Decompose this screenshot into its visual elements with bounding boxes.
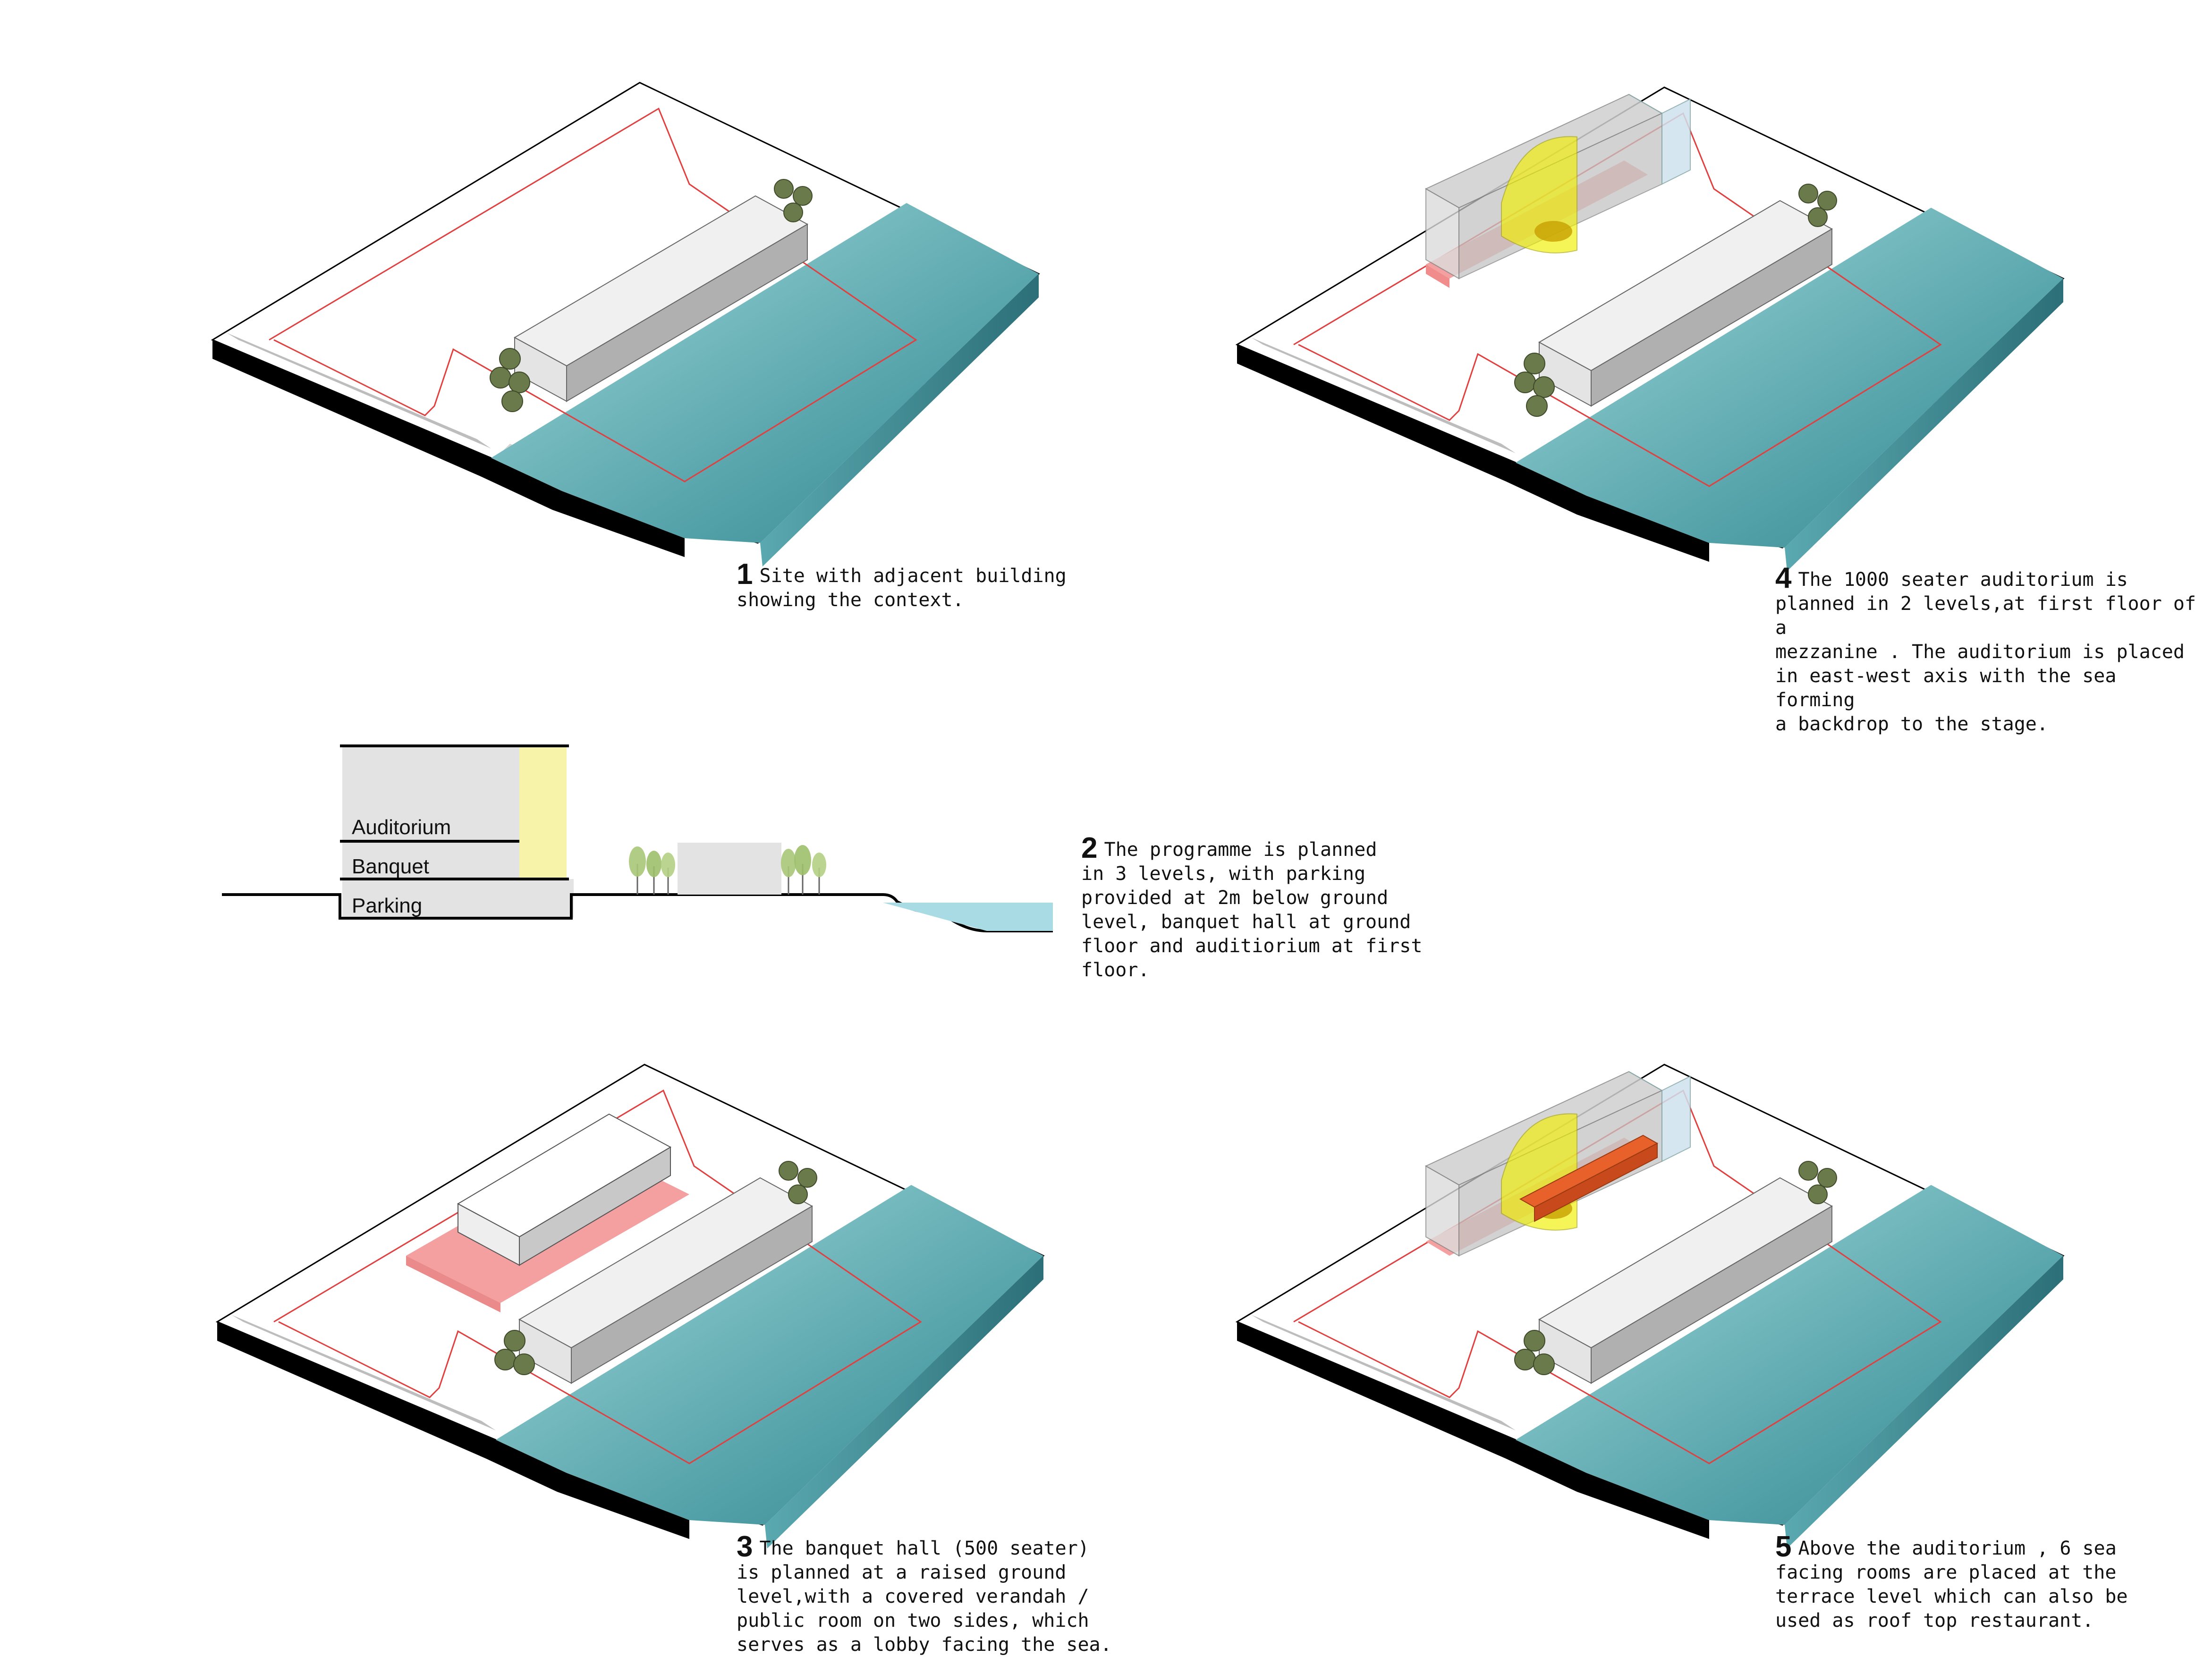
tree [1524, 1330, 1545, 1351]
caption-3: 3The banquet hall (500 seater) is planne… [737, 1511, 1124, 1657]
caption-number: 2 [1081, 832, 1097, 864]
tree [798, 1168, 817, 1187]
tree [779, 1161, 798, 1180]
caption-text: The banquet hall (500 seater) is planned… [737, 1538, 1112, 1656]
tree [1526, 396, 1547, 416]
adjacent-building-section [678, 843, 781, 895]
tree [1808, 208, 1827, 227]
caption-number: 4 [1775, 562, 1791, 594]
stage [1534, 221, 1572, 242]
section-label-banquet: Banquet [352, 855, 429, 878]
tree [1515, 372, 1535, 393]
caption-2: 2The programme is planned in 3 levels, w… [1081, 812, 1440, 982]
tree [1799, 1161, 1818, 1180]
tree [490, 367, 511, 388]
tree [1818, 1168, 1837, 1187]
caption-number: 5 [1775, 1530, 1791, 1563]
tree [1515, 1349, 1535, 1370]
caption-text: Site with adjacent building showing the … [737, 565, 1067, 611]
section-svg: Auditorium Banquet Parking [222, 736, 1053, 954]
site-isometric-5 [1237, 1057, 2087, 1539]
tree [774, 179, 793, 198]
tree [504, 1330, 525, 1351]
caption-1: 1Site with adjacent building showing the… [737, 538, 1095, 612]
site-isometric-1 [212, 76, 1062, 557]
caption-5: 5Above the auditorium , 6 sea facing roo… [1775, 1511, 2162, 1633]
tree [794, 845, 811, 895]
caption-text: Above the auditorium , 6 sea facing room… [1775, 1538, 2128, 1632]
tree [788, 1185, 807, 1204]
tree [793, 186, 812, 205]
site-panel-4 [1237, 80, 2087, 562]
tree [495, 1349, 516, 1370]
site-base [1237, 1065, 2063, 1548]
tree [1534, 1354, 1554, 1375]
tree [661, 853, 675, 895]
tree [784, 203, 803, 222]
site-base [217, 1065, 1043, 1548]
tree [500, 348, 520, 369]
tree [781, 849, 796, 895]
auditorium-volume-yellow [519, 746, 567, 879]
site-isometric-4 [1237, 80, 2087, 562]
tree [629, 846, 646, 895]
tree [646, 851, 661, 895]
tree [509, 372, 530, 393]
tree [514, 1354, 534, 1375]
caption-number: 1 [737, 558, 753, 591]
tree [1534, 377, 1554, 397]
caption-number: 3 [737, 1530, 753, 1563]
tree [1799, 184, 1818, 203]
section-diagram: Auditorium Banquet Parking [222, 736, 1053, 954]
section-label-parking: Parking [352, 894, 422, 917]
site-isometric-3 [217, 1057, 1067, 1539]
tree [1808, 1185, 1827, 1204]
tree [1818, 191, 1837, 210]
site-panel-5 [1237, 1057, 2087, 1539]
tree [502, 391, 523, 412]
site-base [212, 83, 1039, 566]
tree [1524, 353, 1545, 374]
section-label-auditorium: Auditorium [352, 816, 451, 839]
tree [812, 853, 826, 895]
site-panel-1 [212, 76, 1062, 557]
site-panel-3 [217, 1057, 1067, 1539]
caption-text: The 1000 seater auditorium is planned in… [1775, 569, 2196, 735]
site-base [1237, 87, 2063, 571]
caption-text: The programme is planned in 3 levels, wi… [1081, 839, 1422, 981]
caption-4: 4The 1000 seater auditorium is planned i… [1775, 542, 2200, 736]
